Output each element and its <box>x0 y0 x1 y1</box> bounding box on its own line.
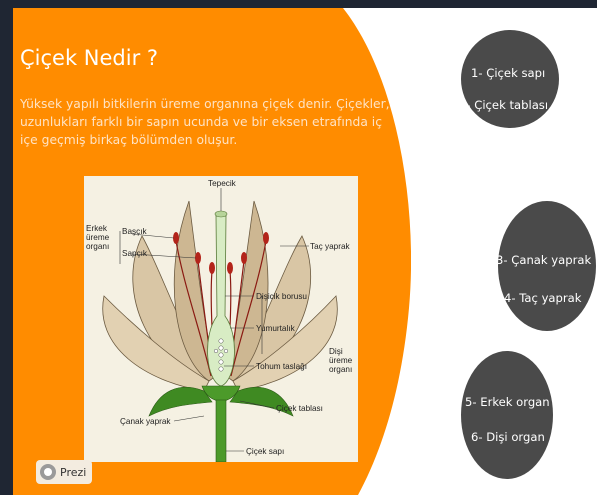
circle-1-line-2: 2- Çiçek tablası <box>459 98 548 112</box>
label-tac-yaprak: Taç yaprak <box>310 242 350 251</box>
label-disicik-borusu: Dişicik borusu <box>256 292 307 301</box>
label-tohum-taslagi: Tohum taslağı <box>256 362 307 371</box>
label-canak-yaprak: Çanak yaprak <box>120 417 171 426</box>
prezi-badge[interactable]: Prezi <box>36 460 92 484</box>
info-circle-1[interactable]: 1- Çiçek sapı 2- Çiçek tablası <box>461 30 559 128</box>
label-sapcik: Sapçık <box>122 249 148 258</box>
top-frame-bar <box>0 0 597 8</box>
stem <box>216 400 226 462</box>
flower-diagram: Tepecik Erkek üreme organı Başçık Sapçık… <box>84 176 358 462</box>
label-disi-2: üreme <box>329 356 353 365</box>
slide-title: Çiçek Nedir ? <box>20 46 158 70</box>
info-circle-3[interactable]: 5- Erkek organ 6- Dişi organ <box>461 351 553 479</box>
label-erkek-1: Erkek <box>86 224 108 233</box>
sepal-left <box>149 387 212 416</box>
prezi-logo-icon <box>40 464 56 480</box>
label-yumurtalik: Yumurtalık <box>256 324 296 333</box>
label-disi-3: organı <box>329 365 352 374</box>
circle-3-line-2: 6- Dişi organ <box>471 430 545 444</box>
label-erkek-2: üreme <box>86 233 110 242</box>
info-circle-2[interactable]: 3- Çanak yaprak 4- Taç yaprak <box>498 201 596 331</box>
slide-description: Yüksek yapılı bitkilerin üreme organına … <box>20 95 395 149</box>
circle-2-line-2: 4- Taç yaprak <box>504 291 581 305</box>
left-frame-bar <box>0 0 13 495</box>
circle-3-line-1: 5- Erkek organ <box>465 395 550 409</box>
circle-1-line-1: 1- Çiçek sapı <box>471 66 545 80</box>
label-cicek-sapi: Çiçek sapı <box>246 447 284 456</box>
circle-2-line-1: 3- Çanak yaprak <box>496 253 591 267</box>
label-tepecik: Tepecik <box>208 179 237 188</box>
prezi-badge-label: Prezi <box>60 466 86 479</box>
label-disi-1: Dişi <box>329 347 343 356</box>
label-erkek-3: organı <box>86 242 109 251</box>
label-bascik: Başçık <box>122 227 147 236</box>
label-cicek-tablasi: Çiçek tablası <box>276 404 323 413</box>
flower-illustration: Tepecik Erkek üreme organı Başçık Sapçık… <box>84 176 358 462</box>
